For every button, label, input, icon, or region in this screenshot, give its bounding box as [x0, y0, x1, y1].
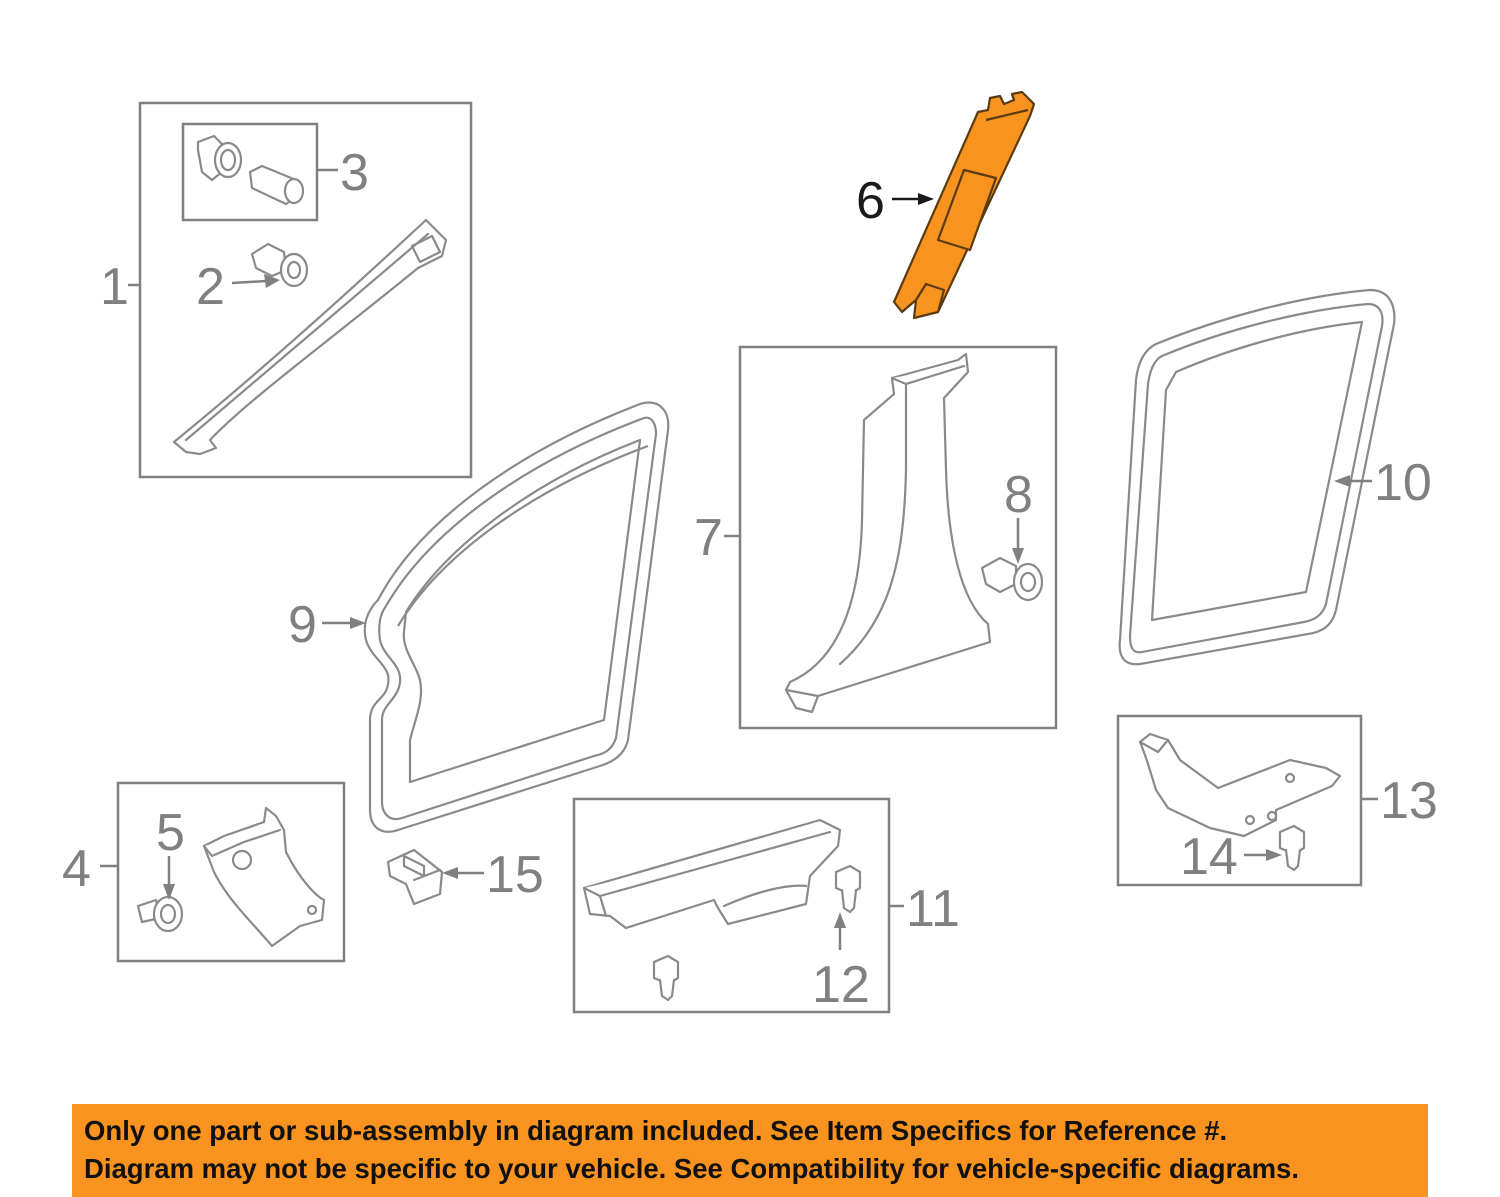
callout-6: 6: [856, 172, 885, 230]
part-8-clip: [980, 556, 1044, 602]
callout-9: 9: [288, 596, 317, 654]
disclaimer-line-2: Diagram may not be specific to your vehi…: [84, 1153, 1299, 1184]
callout-5: 5: [156, 804, 185, 862]
disclaimer-banner: Only one part or sub-assembly in diagram…: [72, 1104, 1428, 1197]
part-11-sill-trim: [582, 818, 842, 930]
group-1-box: [138, 101, 473, 479]
callout-11: 11: [906, 880, 960, 938]
callout-12: 12: [812, 956, 870, 1014]
part-10-rear-door-seal: [1118, 288, 1396, 666]
disclaimer-line-1: Only one part or sub-assembly in diagram…: [84, 1115, 1228, 1146]
part-3-clip-set: [196, 134, 305, 206]
part-14-clip: [1278, 824, 1306, 872]
part-15-clip: [386, 848, 444, 906]
part-7-b-pillar-lower-trim: [784, 352, 992, 714]
part-4-kick-panel: [202, 806, 326, 948]
leader-lines: [100, 168, 1378, 950]
callout-15: 15: [486, 846, 544, 904]
part-12-clip: [652, 864, 862, 1002]
part-13-trim-panel: [1138, 732, 1342, 838]
part-6-pillar-trim-highlighted: [892, 90, 1036, 320]
callout-1: 1: [100, 258, 129, 316]
part-9-front-door-seal: [363, 401, 670, 833]
callout-14: 14: [1180, 828, 1238, 886]
group-7-box: [738, 345, 1058, 730]
callout-labels: 1 2 3 4 5 6 7 8 9 10 11 12 13 14 15: [62, 144, 1438, 1014]
callout-7: 7: [694, 509, 723, 567]
part-2-clip: [250, 242, 309, 288]
callout-3: 3: [340, 144, 369, 202]
callout-2: 2: [196, 258, 225, 316]
callout-4: 4: [62, 840, 91, 898]
callout-8: 8: [1004, 466, 1033, 524]
part-1-a-pillar-trim: [172, 218, 448, 456]
group-4-box: [116, 781, 346, 963]
part-5-bolt: [136, 895, 184, 933]
callout-13: 13: [1380, 772, 1438, 830]
group-13-box: [1116, 714, 1363, 887]
callout-10: 10: [1374, 454, 1432, 512]
